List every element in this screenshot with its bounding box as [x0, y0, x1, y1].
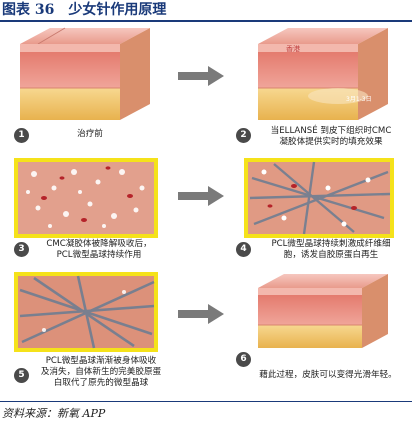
skin-block-before	[10, 26, 160, 126]
step-caption: 藉此过程，皮肤可以变得光滑年轻。	[259, 370, 397, 380]
step-number: 4	[236, 242, 251, 257]
skin-block-after	[248, 272, 398, 352]
step-caption: CMC凝胶体被降解吸收后， PCL微型晶球持续作用	[34, 239, 164, 261]
step-caption-line: PCL微型晶球持续作用	[56, 250, 142, 260]
step-caption-line: 胞，诱发自胶原蛋白再生	[283, 250, 379, 260]
arrow-icon	[178, 304, 224, 328]
step-number: 6	[236, 352, 251, 367]
step-caption: PCL微型晶球持续刺激成纤维细 胞，诱发自胶原蛋白再生	[256, 239, 406, 261]
watermark-date: 3月1-3日	[346, 96, 372, 103]
step-caption-line: 白取代了原先的微型晶球	[53, 378, 149, 388]
skin-block-filled	[248, 26, 398, 126]
source-divider	[0, 401, 412, 402]
step-caption-line: PCL微型晶球渐渐被身体吸收	[45, 356, 157, 366]
step-caption-line: 凝胶体提供实时的填充效果	[279, 137, 383, 147]
collagen-regeneration-panel	[14, 272, 158, 352]
fibroblast-stimulation-panel	[244, 158, 394, 238]
watermark-label: 香港	[286, 45, 300, 53]
step-caption: PCL微型晶球渐渐被身体吸收 及消失，自体新生的完美胶原蛋 白取代了原先的微型晶…	[34, 356, 168, 389]
step-number: 1	[14, 128, 29, 143]
step-caption-line: CMC凝胶体被降解吸收后，	[46, 239, 152, 249]
gel-microspheres-panel	[14, 158, 158, 238]
step-caption: 当ELLANSÉ 到皮下组织时CMC 凝胶体提供实时的填充效果	[256, 126, 406, 148]
step-number: 3	[14, 242, 29, 257]
step-caption-line: 及消失，自体新生的完美胶原蛋	[40, 367, 162, 377]
step-number: 2	[236, 128, 251, 143]
figure-source: 资料来源：新氧 APP	[2, 407, 106, 420]
step-caption-line: 当ELLANSÉ 到皮下组织时CMC	[270, 126, 392, 136]
step-caption: 治疗前	[77, 129, 103, 139]
step-number: 5	[14, 368, 29, 383]
arrow-icon	[178, 66, 224, 90]
arrow-icon	[178, 186, 224, 210]
title-divider	[0, 20, 412, 22]
step-caption-line: PCL微型晶球持续刺激成纤维细	[271, 239, 391, 249]
figure-title: 图表 36 少女针作用原理	[2, 2, 167, 18]
